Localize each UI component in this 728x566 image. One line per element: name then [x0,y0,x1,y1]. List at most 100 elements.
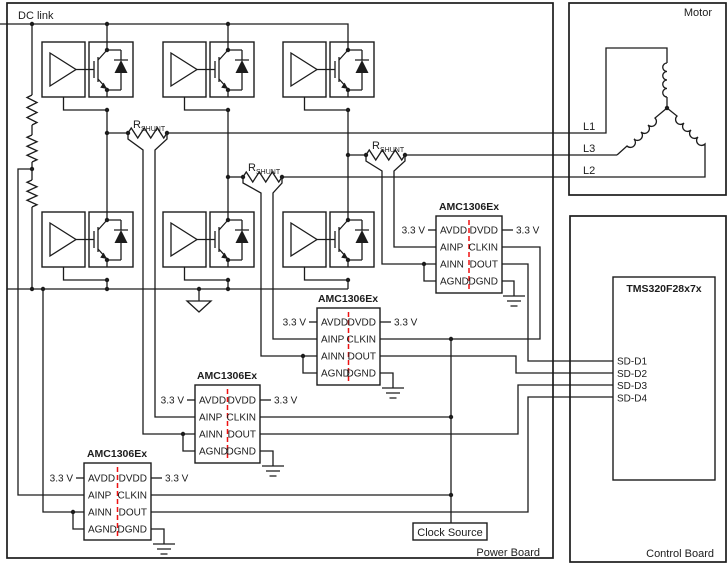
inverter-cell-top-2 [162,41,255,113]
shunt-resistor [365,148,406,162]
pin-label-dvdd: DVDD [470,226,498,237]
wire [423,264,436,282]
junction-dot [421,261,427,267]
pin-label-agnd: AGND [440,277,469,288]
wire [182,434,195,452]
wire [502,263,613,362]
pin-label-ainn: AINN [88,508,112,519]
pin-label-dgnd: DGND [118,525,147,536]
wire [17,168,84,496]
inverter-cell-top-3 [282,41,375,113]
pin-label-dvdd: DVDD [228,396,256,407]
pin-label-dvdd: DVDD [348,318,376,329]
rshunt-label-3: R [372,140,380,152]
junction-dot [448,336,454,342]
supply-label: 3.3 V [516,226,540,237]
amc1306-chip-4: AMC1306Ex AVDD AINP AINN AGND DVDD CLKIN… [50,448,189,541]
pin-label-dout: DOUT [119,508,147,519]
junction-dot [196,286,202,292]
pin-label-ainn: AINN [440,260,464,271]
supply-label: 3.3 V [50,474,74,485]
earth-ground-icon [185,300,213,313]
supply-label: 3.3 V [165,474,189,485]
phase-label-l1: L1 [583,121,595,133]
wire [242,177,317,357]
divider-resistor [25,134,39,163]
wire [380,372,394,388]
control-board-label: Control Board [646,548,714,560]
pin-label-avdd: AVDD [321,318,348,329]
wire [151,396,613,513]
rshunt-label-2: R [248,162,256,174]
pin-label-ainp: AINP [199,413,223,424]
supply-label: 3.3 V [402,226,426,237]
pin-label-dgnd: DGND [469,277,498,288]
junction-dot [104,21,110,27]
motor-winding-right [666,107,706,150]
supply-label: 3.3 V [283,318,307,329]
pin-label-clkin: CLKIN [469,243,498,254]
chip-title: AMC1306Ex [439,201,499,213]
sd-pin-label-2: SD-D2 [617,369,647,380]
amc1306-chip-3: AMC1306Ex AVDD AINP AINN AGND DVDD CLKIN… [161,370,298,464]
pin-label-ainp: AINP [88,491,112,502]
tms320-block [612,276,716,481]
ground-icon [261,465,285,477]
wire [154,133,195,418]
junction-dot [29,286,35,292]
wire [272,177,317,340]
pin-label-agnd: AGND [88,525,117,536]
dc-link-label: DC link [18,10,54,22]
pin-label-avdd: AVDD [440,226,467,237]
junction-dot [225,21,231,27]
wire [365,155,436,265]
motor-outline [568,2,727,196]
pin-label-ainn: AINN [199,430,223,441]
wire-layer [0,21,706,544]
shunt-resistor [127,126,168,140]
chip-title: AMC1306Ex [197,370,257,382]
junction-dot [29,166,35,172]
motor-winding-left [616,107,668,156]
clock-source-label: Clock Source [417,527,482,539]
supply-label: 3.3 V [394,318,418,329]
wire [0,23,349,42]
pin-label-ainp: AINP [440,243,464,254]
amc1306-chip-2: AMC1306Ex AVDD AINP AINN AGND DVDD CLKIN… [283,293,418,386]
junction-dot [104,286,110,292]
inverter-cell-top-1 [41,41,134,113]
pin-label-agnd: AGND [199,447,228,458]
chip-title: AMC1306Ex [87,448,147,460]
pin-label-clkin: CLKIN [227,413,256,424]
amc1306-chip-1: AMC1306Ex AVDD AINP AINN AGND DVDD CLKIN… [402,201,540,294]
ground-icon [381,387,405,399]
control-board-outline [569,215,727,563]
junction-dot [70,509,76,515]
junction-dot [448,414,454,420]
supply-label: 3.3 V [161,396,185,407]
inverter-cell-bottom-3 [282,211,375,283]
motor-label: Motor [684,7,712,19]
power-board-outline [6,2,554,559]
sd-pin-label-3: SD-D3 [617,381,647,392]
pin-label-clkin: CLKIN [118,491,147,502]
rshunt-label-1-sub: SHUNT [141,126,166,133]
junction-dot [104,130,110,136]
shunt-resistor [242,170,283,184]
wire [380,246,541,340]
wire [502,280,515,296]
wire [127,133,195,435]
wire [380,355,613,374]
motor-winding-top [662,62,668,98]
pin-label-ainn: AINN [321,352,345,363]
inverter-cell-bottom-1 [41,211,134,283]
pin-label-avdd: AVDD [88,474,115,485]
junction-dot [345,152,351,158]
chip-title: AMC1306Ex [318,293,378,305]
pin-label-dgnd: DGND [347,369,376,380]
pin-label-dgnd: DGND [227,447,256,458]
sd-pin-label-1: SD-D1 [617,357,647,368]
divider-resistor [25,179,39,208]
wire [42,289,84,513]
clock-source-block [412,522,488,541]
